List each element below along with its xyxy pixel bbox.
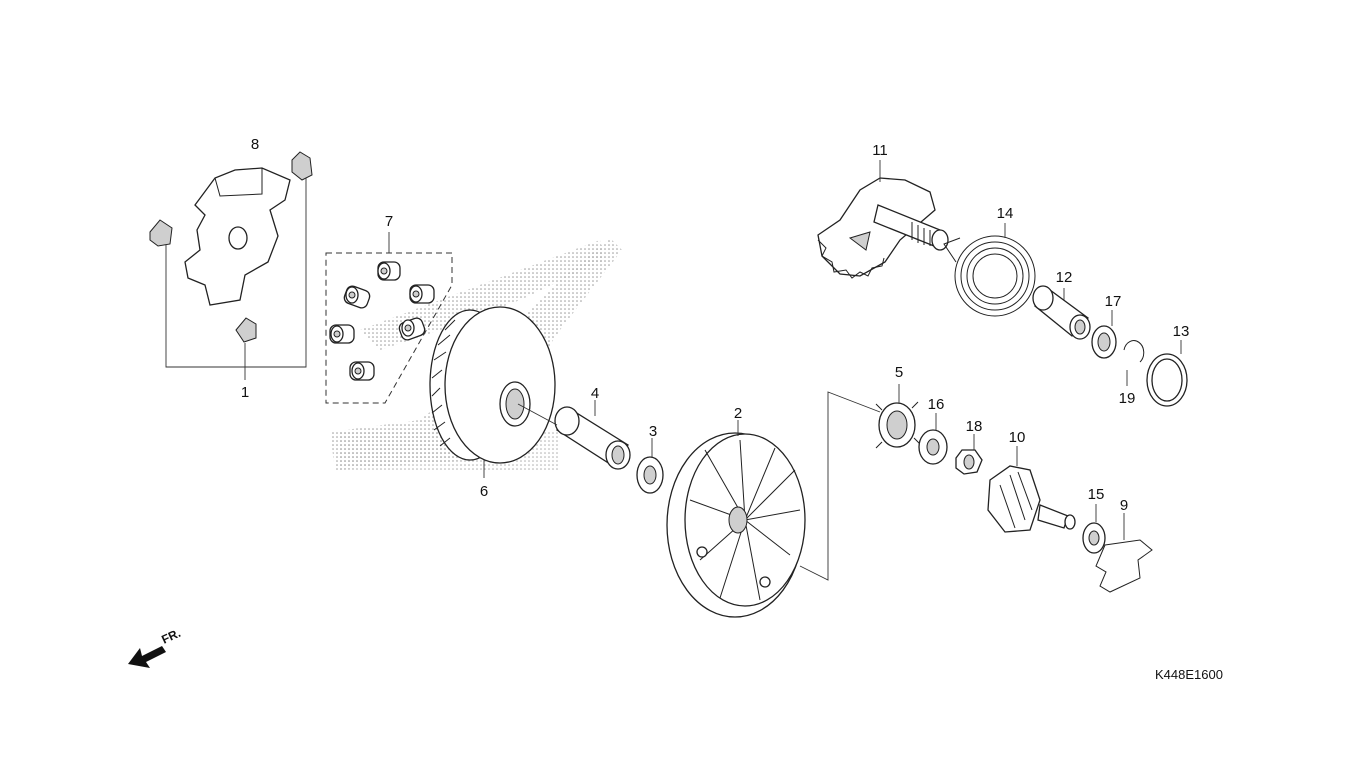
part-5-bracket (799, 391, 881, 581)
part-19-circlip (1123, 340, 1145, 386)
callout-6: 6 (480, 483, 488, 500)
part-10-starter-pinion (987, 446, 1076, 533)
part-7-roller-set (325, 232, 453, 404)
part-5-ratchet (875, 384, 921, 449)
callout-4: 4 (591, 385, 599, 402)
part-1-bracket (165, 178, 307, 368)
roller (398, 317, 426, 341)
front-arrow-label: FR. (159, 626, 182, 647)
roller (377, 261, 401, 281)
callout-10: 10 (1009, 429, 1026, 446)
roller (329, 324, 355, 344)
part-13-o-ring (1146, 340, 1188, 407)
roller (343, 285, 371, 309)
part-12-collar (1032, 285, 1091, 340)
callout-1: 1 (241, 384, 249, 401)
part-1-slider-pieces (149, 151, 313, 343)
callout-8: 8 (251, 136, 259, 153)
callout-13: 13 (1173, 323, 1190, 340)
part-8-drive-plate (184, 167, 291, 306)
callout-3: 3 (649, 423, 657, 440)
callout-15: 15 (1088, 486, 1105, 503)
callout-14: 14 (997, 205, 1014, 222)
callout-18: 18 (966, 418, 983, 435)
part-14-kick-spring (943, 223, 1036, 317)
callout-7: 7 (385, 213, 393, 230)
callout-19: 19 (1119, 390, 1136, 407)
part-15-washer (1082, 504, 1106, 554)
front-arrow-icon (128, 646, 166, 668)
callout-11: 11 (872, 142, 888, 159)
callout-9: 9 (1120, 497, 1128, 514)
part-17-washer (1091, 310, 1117, 359)
part-16-washer (918, 413, 948, 465)
part-11-kick-spindle (817, 160, 949, 279)
callout-12: 12 (1056, 269, 1073, 286)
callout-16: 16 (928, 396, 945, 413)
drawing-code: K448E1600 (1155, 667, 1223, 682)
part-18-nut (955, 434, 983, 475)
roller (349, 361, 375, 381)
part-3-washer (636, 438, 664, 494)
callout-5: 5 (895, 364, 903, 381)
part-9-spring-clip (1095, 513, 1153, 593)
part-4-collar (517, 400, 631, 470)
roller (409, 284, 435, 304)
callout-17: 17 (1105, 293, 1122, 310)
callout-2: 2 (734, 405, 742, 422)
part-6-movable-drive-face (429, 306, 556, 478)
front-direction-indicator: FR. (128, 626, 183, 668)
part-2-drive-face-fan (666, 420, 806, 618)
